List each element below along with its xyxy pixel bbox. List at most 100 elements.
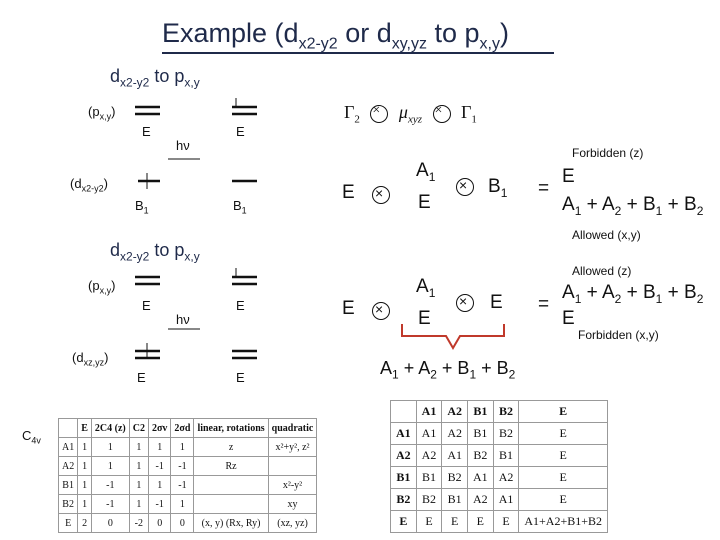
table-header: quadratic <box>267 418 318 438</box>
table-cell: xy <box>267 494 318 514</box>
table-cell: B2 <box>390 488 417 511</box>
table-cell: A1+A2+B1+B2 <box>518 510 609 533</box>
table-cell: -1 <box>147 456 172 476</box>
table-cell: 1 <box>128 475 149 495</box>
tensor-product-icon: × <box>456 293 474 312</box>
table-header: 2σd <box>170 418 195 438</box>
row1-b1: B1 <box>488 176 508 200</box>
allowed-note: Allowed (x,y) <box>572 228 641 242</box>
table-header: A2 <box>441 400 469 423</box>
table-cell: -1 <box>147 494 172 514</box>
forbidden-note: Forbidden (x,y) <box>578 328 659 342</box>
row2-result-sum: A1 + A2 + B1 + B2 <box>562 282 704 306</box>
table-header: E <box>77 418 92 438</box>
row2-e3: E <box>490 292 503 313</box>
forbidden-note: Forbidden (z) <box>572 146 644 160</box>
allowed-note: Allowed (z) <box>572 264 632 278</box>
row1-e: E <box>342 182 355 203</box>
table-cell: A1 <box>441 444 469 467</box>
table-cell: 1 <box>128 494 149 514</box>
table-cell: -2 <box>128 513 149 533</box>
section1-energy-diagram <box>135 98 257 189</box>
px-py-label: (px,y) <box>88 278 116 296</box>
tensor-product-icon: × <box>456 177 474 196</box>
symmetry-label: E <box>236 124 245 139</box>
px-py-label: (px,y) <box>88 104 116 122</box>
table-header <box>57 418 79 438</box>
tensor-product-icon: × <box>372 185 390 204</box>
symmetry-label: E <box>142 124 151 139</box>
table-cell: 1 <box>77 456 92 476</box>
table-cell: B2 <box>492 422 520 445</box>
table-cell: -1 <box>90 494 130 514</box>
table-cell: 1 <box>77 475 92 495</box>
table-cell: A1 <box>415 422 443 445</box>
table-header: 2σv <box>147 418 172 438</box>
equals-sign: = <box>538 178 550 199</box>
photon-label: hν <box>176 312 190 327</box>
table-cell: E <box>518 444 609 467</box>
table-header: B2 <box>492 400 520 423</box>
table-cell: A2 <box>441 422 469 445</box>
section1-heading: dx2-y2 to px,y <box>110 66 200 90</box>
table-cell: x²+y², z² <box>267 437 318 457</box>
table-cell <box>193 475 269 495</box>
table-cell: A1 <box>467 466 494 489</box>
section2-energy-diagram <box>135 268 257 360</box>
row2-e: E <box>342 298 355 319</box>
table-cell: A2 <box>390 444 417 467</box>
table-cell: E <box>441 510 469 533</box>
table-cell <box>193 494 269 514</box>
row2-result-e: E <box>562 308 575 329</box>
table-cell: 1 <box>170 494 195 514</box>
table-header: linear, rotations <box>193 418 269 438</box>
table-cell: 1 <box>128 437 149 457</box>
table-cell: (xz, yz) <box>267 513 318 533</box>
table-cell: 1 <box>77 494 92 514</box>
table-header: A1 <box>415 400 443 423</box>
table-cell: -1 <box>170 475 195 495</box>
table-cell: 2 <box>77 513 92 533</box>
table-cell: 0 <box>90 513 130 533</box>
table-cell: 1 <box>77 437 92 457</box>
table-cell: E <box>492 510 520 533</box>
table-cell: 1 <box>90 437 130 457</box>
table-cell: B2 <box>467 444 494 467</box>
dxz-dyz-label: (dxz,yz) <box>72 350 109 368</box>
symmetry-label: E <box>142 298 151 313</box>
table-cell: E <box>390 510 417 533</box>
table-cell: B1 <box>441 488 469 511</box>
row1-e2: E <box>418 192 431 213</box>
table-cell: A2 <box>415 444 443 467</box>
table-cell: 1 <box>90 456 130 476</box>
tensor-product-icon: × <box>372 301 390 320</box>
symmetry-label: B1 <box>135 198 149 216</box>
direct-product-formula: Γ2 × μxyz × Γ1 <box>344 102 477 126</box>
symmetry-label: E <box>236 370 245 385</box>
table-cell: (x, y) (Rx, Ry) <box>193 513 269 533</box>
table-cell: B1 <box>492 444 520 467</box>
table-cell: E <box>467 510 494 533</box>
section2-heading: dx2-y2 to px,y <box>110 240 200 264</box>
table-cell: 1 <box>128 456 149 476</box>
photon-label: hν <box>176 138 190 153</box>
dx2y2-label: (dx2-y2) <box>70 176 108 194</box>
table-header: 2C4 (z) <box>90 418 130 438</box>
table-cell: 0 <box>147 513 172 533</box>
row1-result-sum: A1 + A2 + B1 + B2 <box>562 194 704 218</box>
table-cell: B2 <box>57 494 79 514</box>
table-cell: 1 <box>147 475 172 495</box>
equals-sign: = <box>538 294 550 315</box>
table-cell: Rz <box>193 456 269 476</box>
table-cell: 1 <box>147 437 172 457</box>
red-brace <box>401 324 505 350</box>
table-cell: 1 <box>170 437 195 457</box>
table-cell: E <box>57 513 79 533</box>
table-cell: A2 <box>492 466 520 489</box>
